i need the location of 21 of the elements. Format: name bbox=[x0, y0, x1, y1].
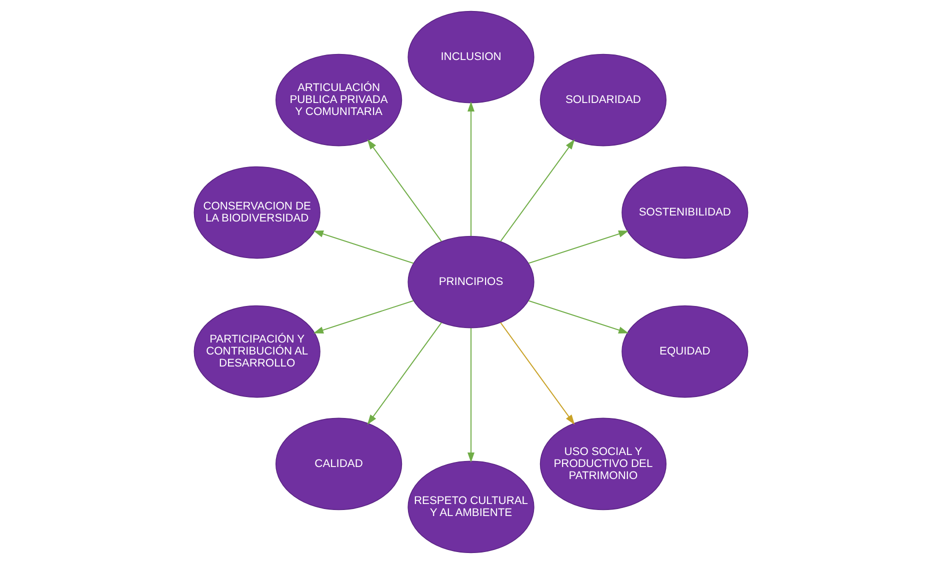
node-ellipse: CALIDAD bbox=[274, 418, 402, 510]
node-ellipse: SOLIDARIDAD bbox=[539, 54, 666, 146]
arrow bbox=[366, 322, 442, 425]
node-ellipse: PARTICIPACIÓN Y CONTRIBUCIÓN AL DESARROLLO bbox=[193, 305, 320, 398]
node-ellipse: EQUIDAD bbox=[621, 305, 748, 398]
arrow bbox=[500, 139, 574, 242]
arrow bbox=[312, 300, 414, 334]
arrow bbox=[500, 322, 574, 425]
node-ellipse: SOSTENIBILIDAD bbox=[621, 166, 748, 259]
node-ellipse: PRINCIPIOS bbox=[407, 236, 534, 328]
arrow bbox=[312, 230, 414, 264]
node-ellipse: RESPETO CULTURAL Y AL AMBIENTE bbox=[407, 460, 534, 554]
arrow bbox=[466, 102, 474, 236]
node-ellipse: USO SOCIAL Y PRODUCTIVO DEL PATRIMONIO bbox=[539, 418, 666, 510]
node-ellipse: INCLUSION bbox=[407, 10, 534, 104]
arrow bbox=[466, 328, 474, 462]
arrow bbox=[366, 139, 442, 242]
arrow bbox=[528, 300, 628, 334]
arrow bbox=[528, 230, 628, 264]
node-ellipse: CONSERVACION DE LA BIODIVERSIDAD bbox=[193, 166, 320, 259]
node-ellipse: ARTICULACIÓN PUBLICA PRIVADA Y COMUNITARIA bbox=[274, 54, 402, 146]
